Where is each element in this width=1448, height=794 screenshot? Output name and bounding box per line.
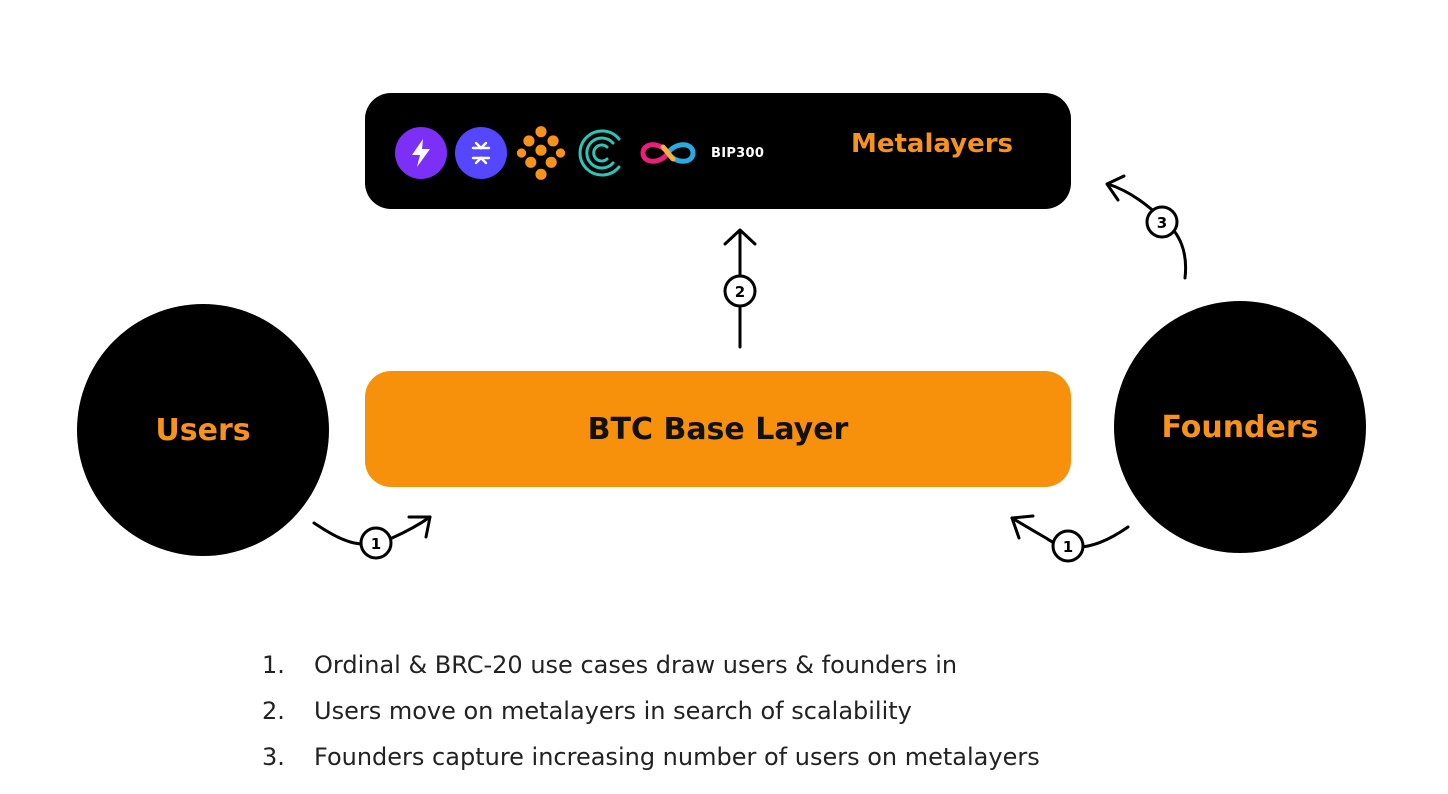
step-badge-users: 1 [359,526,393,560]
cluster-icon [515,126,567,180]
legend-item: 1. Ordinal & BRC-20 use cases draw users… [262,642,1262,688]
step-badge-up-text: 2 [735,283,745,301]
step-badge-users-text: 1 [371,535,381,553]
legend-text: Users move on metalayers in search of sc… [314,697,912,725]
step-badge-founders-meta-text: 3 [1157,214,1167,232]
bip300-label: BIP300 [711,145,765,161]
users-to-base-arrow [312,515,432,546]
btc-base-layer-box: BTC Base Layer [365,371,1071,487]
spiral-icon [575,127,627,179]
founders-to-meta-arrowhead [1105,174,1126,202]
founders-to-base-arrowhead [1010,514,1035,540]
founders-circle: Founders [1114,301,1366,553]
legend-text: Ordinal & BRC-20 use cases draw users & … [314,651,958,679]
users-label: Users [155,412,251,448]
metalayers-box: BIP300 Metalayers [365,93,1071,209]
users-circle: Users [77,304,329,556]
step-badge-founders: 1 [1051,529,1085,563]
legend-list: 1. Ordinal & BRC-20 use cases draw users… [262,642,1262,780]
step-badge-founders-text: 1 [1063,538,1073,556]
legend-item: 2. Users move on metalayers in search of… [262,688,1262,734]
metalayers-title: Metalayers [851,129,1014,159]
step-badge-founders-meta: 3 [1145,205,1179,239]
step-badge-up: 2 [723,274,757,308]
founders-to-base-arrow [1010,516,1130,550]
legend-number: 1. [262,651,285,679]
btc-base-layer-title: BTC Base Layer [587,411,849,447]
users-to-base-arrowhead [407,515,432,539]
legend-number: 2. [262,697,285,725]
metalayer-logos: BIP300 [395,123,764,183]
legend-item: 3. Founders capture increasing number of… [262,734,1262,780]
lightning-icon [395,127,447,179]
stacks-icon [455,127,507,179]
legend-text: Founders capture increasing number of us… [314,743,1040,771]
base-to-meta-arrowhead [723,228,757,246]
infinity-icon [635,127,701,179]
founders-label: Founders [1161,409,1319,445]
legend-number: 3. [262,743,285,771]
